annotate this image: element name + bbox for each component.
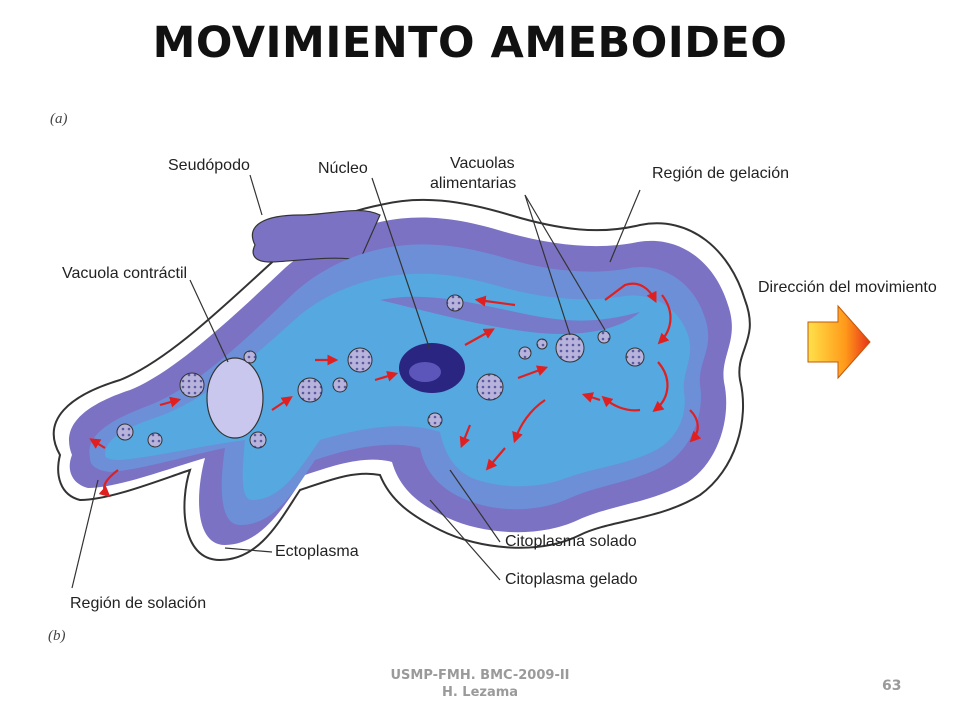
leader-line <box>249 174 263 216</box>
label-vacuolas-1: Vacuolas <box>450 155 515 172</box>
leader-line <box>71 479 99 589</box>
footer-credit: USMP-FMH. BMC-2009-II H. Lezama <box>360 667 600 701</box>
label-region-gelacion: Región de gelación <box>652 165 789 182</box>
leader-line <box>449 469 501 543</box>
footer-line-1: USMP-FMH. BMC-2009-II <box>390 668 570 683</box>
panel-label-a: (a) <box>50 111 68 127</box>
flow-arrow <box>604 282 657 303</box>
leader-line <box>189 279 229 363</box>
flow-arrow <box>689 409 702 443</box>
food-vacuoles <box>116 294 645 449</box>
leader-line <box>609 189 641 263</box>
leader-line <box>429 499 501 581</box>
food-vacuole <box>147 432 163 448</box>
flow-arrow <box>374 370 399 382</box>
flow-arrow <box>89 438 106 449</box>
food-vacuole <box>347 347 373 373</box>
food-vacuole <box>179 372 205 398</box>
label-region-solacion: Región de solación <box>70 595 206 612</box>
leader-line <box>371 177 431 351</box>
leader-line <box>524 194 606 331</box>
direction-arrow <box>807 304 871 380</box>
panel-label-b: (b) <box>48 628 66 644</box>
label-citoplasma-gelado: Citoplasma gelado <box>505 571 638 588</box>
flow-arrow <box>474 295 516 307</box>
leader-lines <box>71 174 641 589</box>
flow-arrow <box>98 469 119 498</box>
food-vacuole <box>555 333 585 363</box>
food-vacuole <box>332 377 348 393</box>
flow-arrow <box>271 396 293 411</box>
food-vacuole <box>249 431 267 449</box>
flow-arrow <box>464 328 495 346</box>
seudopodo-arm <box>252 209 381 263</box>
leader-line <box>224 547 273 553</box>
food-vacuole <box>243 350 257 364</box>
food-vacuole <box>116 423 134 441</box>
label-citoplasma-solado: Citoplasma solado <box>505 533 637 550</box>
label-vacuola-contractil: Vacuola contráctil <box>62 265 187 282</box>
flow-arrows <box>89 282 702 498</box>
flow-arrow <box>517 365 549 380</box>
label-seudopodo: Seudópodo <box>168 157 250 174</box>
food-vacuole <box>625 347 645 367</box>
slide-title: MOVIMIENTO AMEBOIDEO <box>152 18 788 68</box>
label-ectoplasma: Ectoplasma <box>275 543 359 560</box>
flow-arrow <box>485 447 506 471</box>
nucleus-highlight <box>409 362 441 382</box>
food-vacuole <box>597 330 611 344</box>
food-vacuole <box>446 294 464 312</box>
label-direccion: Dirección del movimiento <box>758 279 937 296</box>
label-vacuolas-2: alimentarias <box>430 175 516 192</box>
footer-line-2: H. Lezama <box>441 685 519 700</box>
food-vacuole <box>297 377 323 403</box>
food-vacuole <box>518 346 532 360</box>
gel-streak <box>380 296 640 334</box>
flow-arrow <box>657 294 672 345</box>
flow-arrow <box>459 424 472 449</box>
food-vacuole <box>536 338 548 350</box>
page-number: 63 <box>882 678 902 694</box>
flow-arrow <box>581 392 601 403</box>
flow-arrow <box>652 361 669 413</box>
label-nucleo: Núcleo <box>318 160 368 177</box>
flow-arrow <box>601 395 641 412</box>
flow-arrow <box>159 396 182 408</box>
flow-arrow <box>512 399 546 444</box>
food-vacuole <box>427 412 443 428</box>
food-vacuole <box>476 373 504 401</box>
leader-line <box>524 194 571 336</box>
contractile-vacuole <box>206 357 264 439</box>
